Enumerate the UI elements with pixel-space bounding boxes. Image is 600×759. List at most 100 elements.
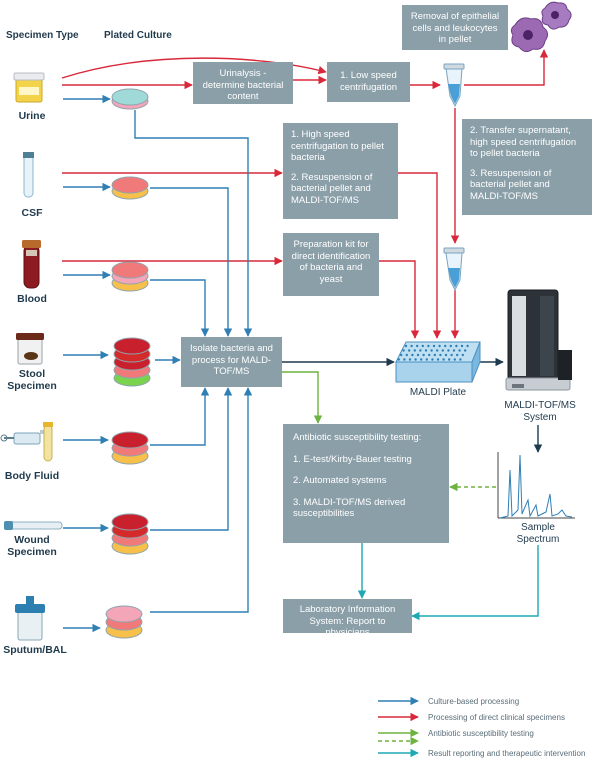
legend-item-direct: Processing of direct clinical specimens (428, 713, 565, 722)
plate-well (420, 358, 423, 361)
maldi-tof-system-icon (505, 289, 572, 391)
specimen-label-body-fluid: Body Fluid (4, 470, 60, 482)
urine-cup-icon (13, 72, 45, 103)
plate-well (410, 344, 413, 348)
arrow-csf-culture-to-isolate (150, 187, 233, 337)
high-speed-step2: 2. Resuspension of bacterial pellet and … (291, 171, 373, 206)
stool-container-icon (16, 333, 44, 365)
plate-well (413, 349, 416, 352)
arrow-sputum-culture-to-isolate (150, 387, 253, 613)
plate-well (442, 358, 445, 361)
ast-title: Antibiotic susceptibility testing: (293, 432, 422, 443)
ast-step1: 1. E-test/Kirby-Bauer testing (293, 453, 412, 465)
arrow-blood-culture-to-isolate (150, 279, 210, 337)
plate-well (460, 344, 464, 348)
plate-well (397, 358, 400, 361)
plate-well (421, 344, 424, 348)
plate-well (458, 349, 461, 352)
plate-well (439, 353, 442, 357)
ast-step3: 3. MALDI-TOF/MS derived susceptibilities (293, 496, 406, 520)
plate-well (447, 349, 450, 352)
maldi-plate-label: MALDI Plate (409, 387, 467, 398)
plate-well (430, 349, 433, 352)
plate-well (432, 344, 436, 348)
high-speed-step1: 1. High speed centrifugation to pellet b… (291, 129, 384, 163)
ast-box: Antibiotic susceptibility testing: 1. E-… (283, 424, 449, 543)
csf-tube-icon (23, 152, 34, 198)
specimen-label-csf: CSF (21, 207, 43, 219)
high-speed-box: 1. High speed centrifugation to pellet b… (283, 123, 398, 219)
ast-step2: 2. Automated systems (293, 475, 387, 486)
plate-well (424, 349, 428, 352)
sample-spectrum-icon (497, 452, 575, 519)
csf-petri-dish-icon (111, 176, 149, 200)
wound-swab-icon (4, 521, 63, 530)
arrow-bodyfluid-culture-to-isolate (150, 387, 210, 446)
urine-petri-dish-icon (111, 88, 149, 110)
specimen-type-header: Specimen Type (6, 30, 79, 41)
urinalysis-box: Urinalysis - determine bacterial content (193, 62, 293, 104)
plate-well (408, 349, 411, 352)
plate-well (405, 353, 408, 357)
plate-well (408, 358, 412, 361)
specimen-label-sputum: Sputum/BAL (3, 644, 67, 656)
prep-kit-text: Preparation kit for direct identificatio… (291, 239, 371, 285)
arrow-urine-to-lowspeed (61, 57, 327, 79)
plate-well (416, 353, 420, 357)
plate-well (422, 353, 425, 357)
plate-well (453, 358, 456, 361)
plate-well (419, 349, 422, 352)
centrifuge-tube-2-icon (443, 247, 465, 292)
isolate-box: Isolate bacteria and process for MALD-TO… (181, 337, 282, 387)
plate-well (450, 353, 453, 357)
specimen-label-urine: Urine (18, 110, 46, 122)
low-speed-box: 1. Low speed centrifugation (327, 62, 410, 102)
body-fluid-petri-dish-icon (111, 431, 149, 465)
arrow-prep-to-plate (379, 260, 420, 339)
urinalysis-text: Urinalysis - determine bacterial content (202, 68, 284, 102)
plate-well (431, 358, 434, 361)
plate-well (466, 344, 469, 348)
removal-box: Removal of epithelial cells and leukocyt… (402, 5, 508, 50)
transfer-step3: 3. Resuspension of bacterial pellet and … (470, 167, 552, 202)
prep-kit-box: Preparation kit for direct identificatio… (283, 233, 379, 296)
plate-well (403, 358, 406, 361)
sample-spectrum-label: Sample Spectrum (516, 522, 560, 545)
plate-well (464, 349, 467, 352)
plate-well (448, 358, 451, 361)
body-fluid-syringe-icon (0, 422, 53, 462)
isolate-text: Isolate bacteria and process for MALD-TO… (190, 343, 273, 377)
removal-text: Removal of epithelial cells and leukocyt… (410, 11, 500, 45)
arrow-wound-culture-to-isolate (150, 387, 233, 531)
specimen-label-blood: Blood (17, 293, 47, 305)
legend-item-ast: Antibiotic susceptibility testing (428, 729, 534, 738)
arrow-urine-culture-to-isolate (134, 110, 253, 337)
plated-culture-header: Plated Culture (104, 30, 172, 41)
maldi-plate-icon (395, 341, 481, 383)
specimen-label-stool: Stool Specimen (7, 368, 57, 392)
legend-item-report: Result reporting and therapeutic interve… (428, 749, 586, 758)
legend-item-culture: Culture-based processing (428, 697, 520, 706)
plate-well (461, 353, 464, 357)
plate-well (441, 349, 444, 352)
plate-well (436, 349, 439, 352)
plate-well (459, 358, 462, 361)
arrow-highspeed-to-plate (398, 172, 442, 339)
plate-well (444, 353, 448, 357)
arrow-spectrum-to-lis (411, 545, 539, 621)
blood-petri-dish-icon (111, 261, 149, 292)
lis-text: Laboratory Information System: Report to… (299, 604, 396, 638)
lis-box: Laboratory Information System: Report to… (283, 599, 412, 638)
plate-well (425, 358, 428, 361)
sputum-petri-dish-icon (105, 605, 143, 639)
plate-well (402, 349, 405, 352)
sputum-container-icon (15, 596, 45, 641)
plate-well (411, 353, 414, 357)
plate-well (455, 344, 458, 348)
plate-well (452, 349, 456, 352)
leukocyte-cells-icon (510, 1, 572, 53)
plate-well (438, 344, 441, 348)
plate-well (404, 344, 408, 348)
